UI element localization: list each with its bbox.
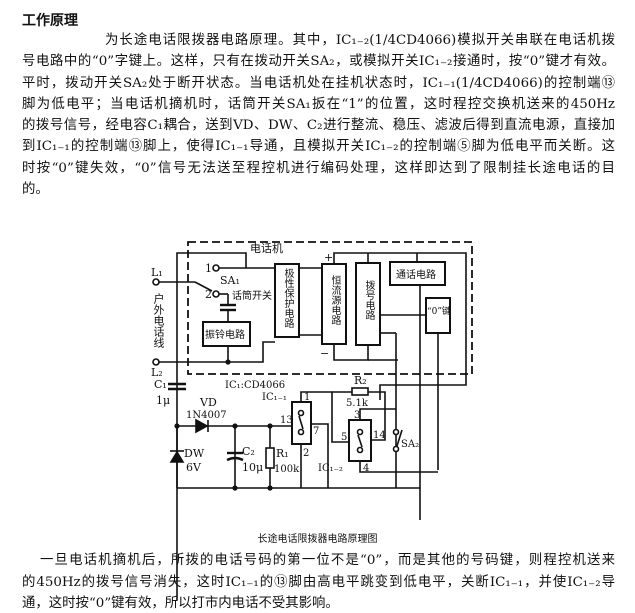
dw-value: 6V bbox=[186, 461, 202, 474]
zener-dw bbox=[169, 450, 185, 463]
resistor-r1 bbox=[265, 447, 275, 469]
text-line: 一旦电话机摘机后，所拨的电话号码的第一位不是“0”，而是其他的号码键，则程控机送… bbox=[40, 553, 615, 568]
phone-label: 电话机 bbox=[250, 241, 283, 255]
dw-label: DW bbox=[184, 447, 205, 460]
constant-current-label: 恒流源电路 bbox=[329, 275, 340, 325]
ic-label: IC₁:CD4066 bbox=[225, 380, 285, 391]
phone-boundary bbox=[187, 241, 473, 375]
talk-circuit-label: 通话电路 bbox=[396, 268, 436, 281]
figure-caption: 长途电话限拨器电路原理图 bbox=[257, 534, 378, 545]
c1-label: C₁ bbox=[154, 378, 167, 391]
sa2-label: SA₂ bbox=[401, 439, 419, 450]
r2-label: R₂ bbox=[354, 374, 367, 387]
vd-model: 1N4007 bbox=[186, 410, 227, 421]
c1-value: 1μ bbox=[156, 394, 170, 407]
ic1-2-label: IC₁₋₂ bbox=[318, 463, 343, 474]
pin-2: 2 bbox=[303, 448, 309, 459]
pin-1: 1 bbox=[304, 392, 310, 403]
diode-vd bbox=[195, 418, 209, 434]
minus-label: − bbox=[320, 347, 329, 360]
l2-label: L₂ bbox=[151, 366, 163, 379]
text-line: 通，这时按“0”键有效，所以打市内电话不受其影响。 bbox=[22, 596, 339, 611]
handset-switch-label: 话筒开关 bbox=[232, 289, 272, 302]
r1-label: R₁ bbox=[276, 447, 289, 460]
l2-terminal bbox=[152, 358, 160, 366]
pin-14: 14 bbox=[373, 430, 386, 441]
c2-label: C₂ bbox=[242, 445, 255, 458]
text-line: 时按“0”键失效，“0”信号无法送至程控机进行编码处理，这样即达到了限制挂长途电… bbox=[22, 161, 615, 176]
text-line: 的。 bbox=[22, 182, 49, 197]
sa1-label: SA₁ bbox=[220, 274, 240, 287]
r1-value: 100k bbox=[274, 464, 300, 475]
r2-value: 5.1k bbox=[346, 398, 369, 409]
ring-circuit-box bbox=[202, 321, 251, 347]
pin-7: 7 bbox=[313, 426, 319, 437]
zero-key-label: “0”键 bbox=[427, 305, 451, 317]
sa1-pos1: 1 bbox=[205, 262, 212, 275]
l1-label: L₁ bbox=[151, 266, 163, 279]
text-line: 平时，拨动开关SA₂处于断开状态。当电话机处在挂机状态时，IC₁₋₁(1/4CD… bbox=[22, 76, 615, 91]
text-line: 的拨号信号，经电容C₁耦合，送到VD、DW、C₂进行整流、稳压、滤波后得到直流电… bbox=[22, 118, 615, 133]
section-heading: 工作原理 bbox=[22, 13, 78, 29]
c2-value: 10μ bbox=[242, 461, 263, 474]
text-line: 为长途电话限拨器电路原理。其中，IC₁₋₂(1/4CD4066)模拟开关串联在电… bbox=[105, 33, 615, 48]
ring-circuit-label: 振铃电路 bbox=[205, 328, 245, 341]
pin-3: 3 bbox=[354, 410, 360, 421]
vd-label: VD bbox=[199, 396, 217, 409]
resistor-r2 bbox=[351, 387, 369, 396]
l1-terminal bbox=[152, 278, 160, 286]
polarity-label: 极性保护电路 bbox=[282, 268, 293, 328]
pin-13: 13 bbox=[280, 415, 293, 426]
pin-5: 5 bbox=[341, 432, 347, 443]
text-line: 到IC₁₋₁的控制端⑬脚上，使得IC₁₋₁导通，且模拟开关IC₁₋₂的控制端⑤脚… bbox=[22, 139, 615, 154]
text-line: 的450Hz的拨号信号消失，这时IC₁₋₁的⑬脚由高电平跳变到低电平，关断IC₁… bbox=[22, 575, 615, 590]
ic1-1-label: IC₁₋₁ bbox=[262, 392, 287, 403]
outdoor-line-label: 户外电话线 bbox=[152, 293, 165, 348]
sa1-pos2: 2 bbox=[205, 288, 212, 301]
sa1-lever bbox=[194, 281, 213, 292]
plus-label: + bbox=[324, 251, 333, 264]
dial-circuit-label: 拨号电路 bbox=[363, 280, 374, 320]
text-line: 脚为低电平；当电话机摘机时，话筒开关SA₁扳在“1”的位置，这时程控交换机送来的… bbox=[22, 97, 615, 112]
text-line: 号电路中的“0”字键上。这样，只有在拨动开关SA₂，或模拟开关IC₁₋₂接通时，… bbox=[22, 54, 615, 69]
polarity-box bbox=[274, 263, 300, 338]
pin-4: 4 bbox=[363, 463, 369, 474]
